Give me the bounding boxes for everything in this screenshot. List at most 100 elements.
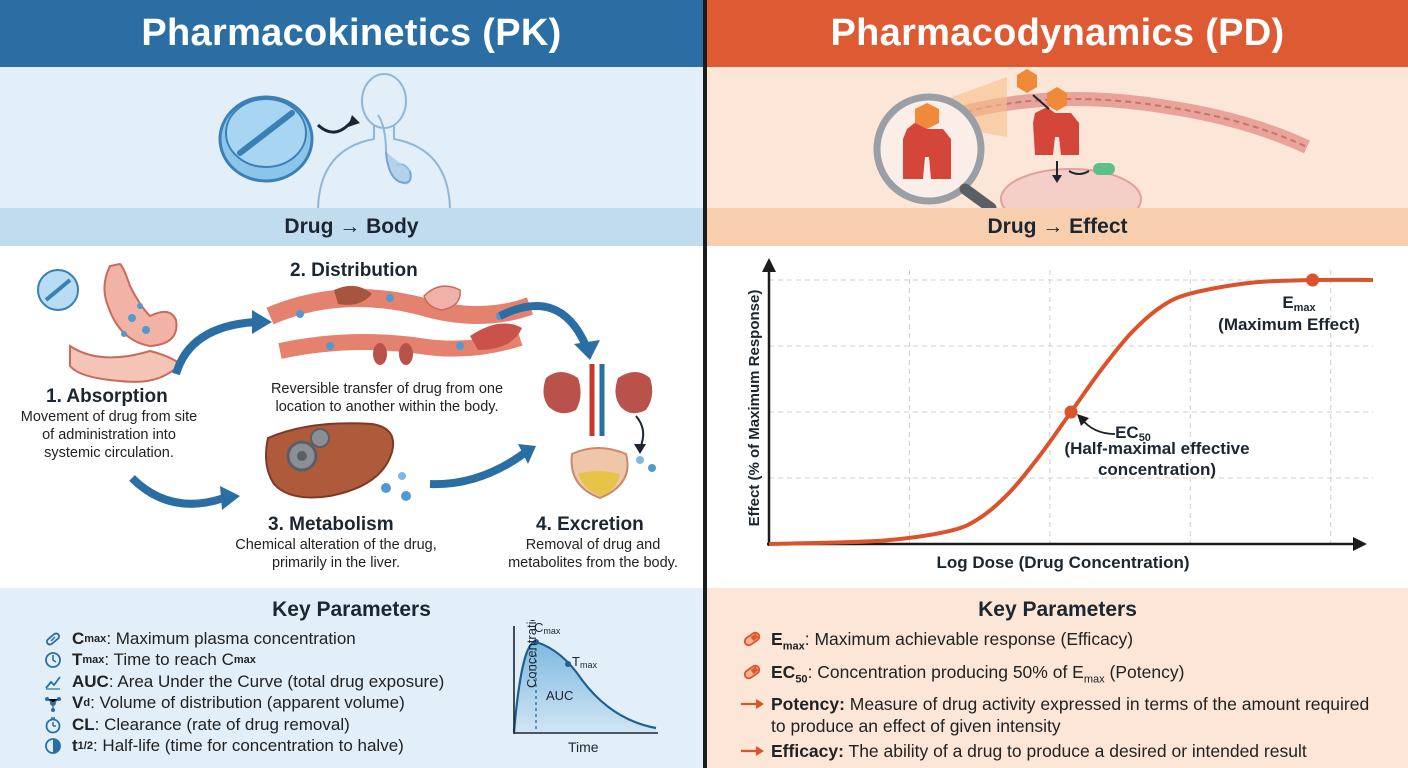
x-axis-arrow xyxy=(1353,537,1367,551)
pd-title-bar: Pharmacodynamics (PD) xyxy=(707,0,1408,67)
param-text: : Maximum achievable response (Efficacy) xyxy=(804,629,1134,649)
pd-panel: Pharmacodynamics (PD) xyxy=(707,0,1408,768)
param-symbol: C xyxy=(72,628,85,648)
x-axis-label: Log Dose (Drug Concentration) xyxy=(936,553,1189,572)
param-text: : Volume of distribution (apparent volum… xyxy=(90,693,405,713)
receptor-binding-illustration xyxy=(873,69,1310,230)
pd-illustration xyxy=(707,67,1408,230)
arrow-icon xyxy=(739,740,765,762)
emax-label: Emax xyxy=(1282,293,1316,314)
kidney-icon xyxy=(543,364,656,500)
pill-icon xyxy=(218,95,314,183)
pd-params-list: Emax: Maximum achievable response (Effic… xyxy=(739,628,1371,765)
pk-title: Pharmacokinetics (PK) xyxy=(141,12,562,54)
mini-cmax-label: Cmax xyxy=(534,620,561,636)
dose-response-chart: Effect (% of Maximum Response) Log Dose … xyxy=(746,258,1374,572)
param-text: : Half-life (time for concentration to h… xyxy=(92,736,404,756)
molecule-icon xyxy=(44,694,62,713)
param-potency: Potency: Measure of drug activity expres… xyxy=(739,693,1371,737)
chart-grid xyxy=(769,270,1373,544)
distribution-desc: Reversible transfer of drug from one loc… xyxy=(270,381,504,415)
arrow-icon xyxy=(739,693,765,715)
param-auc: AUC: Area Under the Curve (total drug ex… xyxy=(44,671,444,693)
param-sub: max xyxy=(82,654,105,667)
mini-tmax-label: Tmax xyxy=(572,654,597,670)
ec50-arrow-head xyxy=(1077,414,1089,426)
metabolism-title: 3. Metabolism xyxy=(268,514,394,535)
y-axis-arrow xyxy=(762,258,776,272)
param-emax: Emax: Maximum achievable response (Effic… xyxy=(739,628,1371,658)
excretion-desc: Removal of drug and metabolites from the… xyxy=(508,537,678,571)
param-text-sub: max xyxy=(233,654,256,667)
concentration-time-curve: Concentration Time Cmax Tmax AUC xyxy=(512,620,658,755)
param-symbol: Efficacy: xyxy=(771,741,844,761)
param-sub: max xyxy=(84,632,107,645)
param-text: : Time to reach C xyxy=(104,650,234,670)
pd-band: Drug → Effect xyxy=(707,208,1408,246)
param-text: The ability of a drug to produce a desir… xyxy=(843,741,1307,761)
param-symbol: Potency: xyxy=(771,694,845,714)
ec50-desc: (Half-maximal effective concentration) xyxy=(1064,439,1250,479)
mini-auc-label: AUC xyxy=(546,688,573,703)
param-cl: CL: Clearance (rate of drug removal) xyxy=(44,714,444,736)
pd-key-parameters: Key Parameters Emax: Maximum achievable … xyxy=(707,588,1408,768)
param-text: : Area Under the Curve (total drug expos… xyxy=(108,671,445,691)
param-ec50: EC50: Concentration producing 50% of Ema… xyxy=(739,661,1371,691)
param-text: : Concentration producing 50% of E xyxy=(807,661,1084,682)
pill-icon xyxy=(739,661,765,683)
param-sub: 1/2 xyxy=(77,740,93,753)
pk-panel: Pharmacokinetics (PK) Drug → Body xyxy=(0,0,703,768)
panel-divider xyxy=(703,0,707,768)
param-sub: 50 xyxy=(795,673,808,685)
param-symbol: T xyxy=(72,650,83,670)
absorption-title: 1. Absorption xyxy=(46,386,168,407)
param-symbol: t xyxy=(72,736,78,756)
param-text: : Clearance (rate of drug removal) xyxy=(94,714,350,734)
pk-params-title: Key Parameters xyxy=(272,598,431,621)
ec50-point xyxy=(1064,405,1078,419)
param-symbol: AUC xyxy=(72,671,109,691)
timer-icon xyxy=(44,716,62,734)
pk-process: 1. Absorption Movement of drug from site… xyxy=(0,246,703,588)
pk-process-illustration xyxy=(37,262,656,510)
body-outline-icon xyxy=(317,73,451,209)
ec50-desc-wrap: (Half-maximal effective concentration) xyxy=(1064,439,1250,479)
absorption-desc: Movement of drug from site of administra… xyxy=(20,409,198,461)
pd-params-title: Key Parameters xyxy=(978,598,1137,621)
emax-point xyxy=(1306,273,1320,287)
param-symbol: EC xyxy=(771,661,796,682)
pk-band: Drug → Body xyxy=(0,208,703,246)
pill-to-body-illustration xyxy=(218,73,451,209)
distribution-title: 2. Distribution xyxy=(290,260,418,281)
param-text: Measure of drug activity expressed in te… xyxy=(771,694,1370,736)
param-symbol: E xyxy=(771,629,783,649)
clock-icon xyxy=(44,651,62,669)
param-efficacy: Efficacy: The ability of a drug to produ… xyxy=(739,740,1371,762)
ec50-label: EC50 xyxy=(1115,423,1151,444)
mini-xlabel: Time xyxy=(568,739,599,755)
excretion-title: 4. Excretion xyxy=(536,514,644,535)
param-sub: d xyxy=(83,697,91,710)
pill-icon xyxy=(44,630,62,648)
metabolism-desc: Chemical alteration of the drug, primari… xyxy=(235,537,437,571)
magnifying-glass-icon xyxy=(873,93,997,214)
blood-vessels-icon xyxy=(266,285,534,365)
pd-title: Pharmacodynamics (PD) xyxy=(830,12,1285,54)
chart-icon xyxy=(44,673,62,691)
liver-icon xyxy=(265,422,411,501)
param-symbol: V xyxy=(72,693,84,713)
stomach-icon xyxy=(37,262,182,383)
param-symbol: CL xyxy=(72,714,95,734)
emax-desc: (Maximum Effect) xyxy=(1218,315,1360,334)
y-axis-label: Effect (% of Maximum Response) xyxy=(746,290,763,527)
half-circle-icon xyxy=(44,737,62,755)
param-text: : Maximum plasma concentration xyxy=(106,628,356,648)
pk-title-bar: Pharmacokinetics (PK) xyxy=(0,0,703,67)
pill-icon xyxy=(739,628,765,650)
